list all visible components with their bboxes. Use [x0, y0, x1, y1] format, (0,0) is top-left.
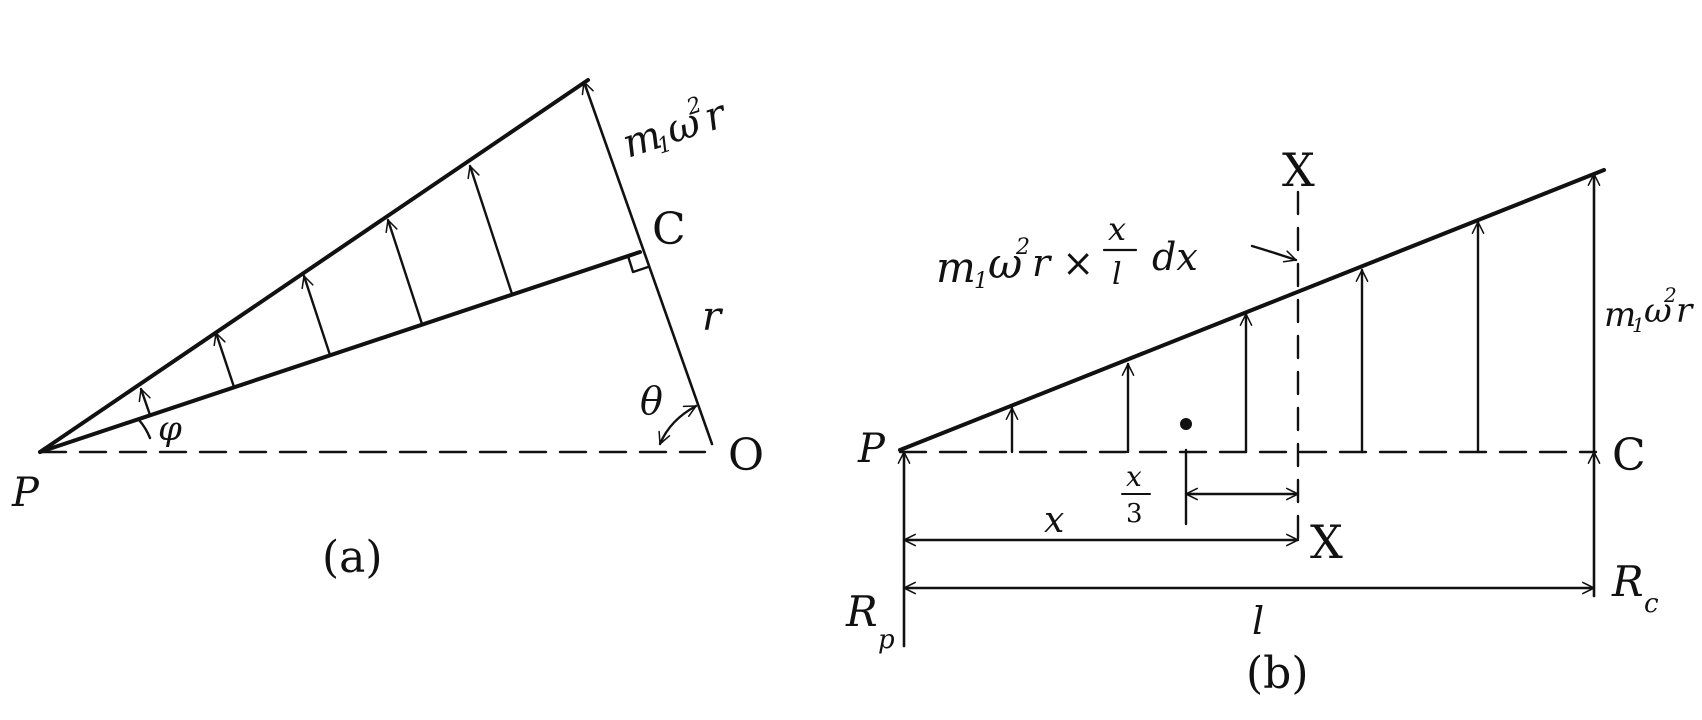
end-r: r	[1676, 291, 1694, 331]
label-o: O	[728, 430, 764, 481]
diagram-a: P O C r θ φ m 1 ω 2 r (a)	[11, 78, 764, 583]
end-sub: 1	[1632, 313, 1645, 337]
max-force-r: r	[699, 90, 734, 141]
force-envelope-line	[38, 78, 590, 454]
load-dx: dx	[1152, 235, 1198, 279]
load-frac-num: x	[1108, 210, 1126, 248]
label-x-top: X	[1282, 143, 1315, 197]
caption-a: (a)	[322, 532, 383, 583]
crank-line-pc	[38, 250, 642, 454]
label-phi: φ	[158, 409, 182, 449]
force-arrow	[385, 218, 424, 326]
radius-line-o	[581, 80, 714, 446]
load-sub: 1	[974, 269, 988, 294]
load-envelope-line	[898, 168, 1606, 452]
rc-sub: c	[1644, 589, 1659, 619]
max-force-label-a: m 1 ω 2 r	[617, 90, 734, 167]
theta-arc	[658, 404, 698, 446]
load-leader-arrow	[1250, 244, 1298, 263]
label-c-b: C	[1612, 430, 1646, 481]
force-arrow	[213, 331, 236, 389]
end-m: m	[1604, 295, 1636, 335]
rc-main: R	[1611, 557, 1644, 606]
force-arrow	[467, 164, 514, 296]
label-c-a: C	[652, 204, 686, 255]
centroid-dot	[1180, 418, 1192, 430]
load-m: m	[936, 243, 976, 292]
right-angle-marker	[626, 254, 650, 274]
label-l-dim: l	[1252, 599, 1264, 643]
load-omega: ω	[988, 239, 1022, 288]
label-x-bottom: X	[1310, 515, 1343, 569]
load-label-b: m 1 ω 2 r × x l dx	[936, 210, 1198, 294]
max-force-sup: 2	[683, 92, 705, 120]
rp-main: R	[845, 587, 878, 636]
label-p-b: P	[857, 426, 886, 472]
x-third-den: 3	[1126, 499, 1143, 529]
label-x-third: x 3	[1121, 460, 1151, 529]
label-r: r	[702, 294, 724, 340]
label-x-dim: x	[1044, 500, 1064, 541]
force-arrow	[138, 387, 152, 417]
label-rp: R p	[845, 587, 895, 655]
load-frac-den: l	[1112, 257, 1122, 292]
label-rc: R c	[1611, 557, 1659, 619]
caption-b: (b)	[1246, 648, 1309, 699]
load-rx: r ×	[1032, 241, 1094, 285]
label-p-a: P	[11, 470, 40, 516]
end-omega: ω	[1644, 291, 1672, 331]
diagram-b: P C X X R p R c x l x 3 m 1 ω 2 r × x l …	[845, 143, 1694, 699]
rp-sub: p	[878, 625, 895, 655]
phi-arc	[137, 418, 152, 440]
end-sup: 2	[1663, 283, 1677, 307]
force-arrow	[301, 274, 332, 357]
end-force-label-b: m 1 ω 2 r	[1604, 283, 1694, 337]
label-theta: θ	[640, 379, 663, 423]
load-sup: 2	[1015, 235, 1030, 260]
x-third-num: x	[1126, 460, 1142, 493]
